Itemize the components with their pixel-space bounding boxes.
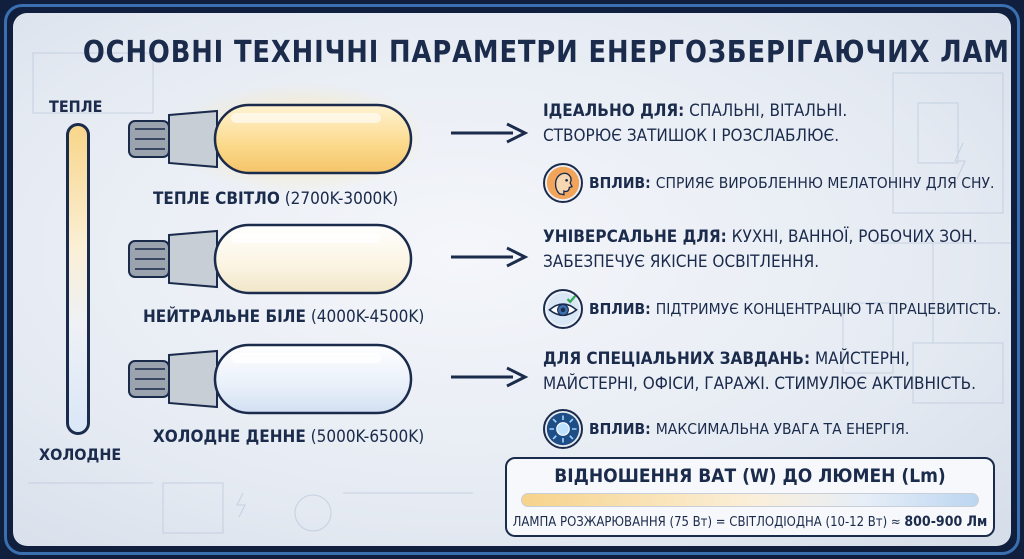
cold-bulb-caption: ХОЛОДНЕ ДЕННЕ (5000K-6500K) xyxy=(153,427,424,447)
info-neutral: Універсальне для: кухні, ванної, робочих… xyxy=(543,225,978,275)
warm-bulb-name: ТЕПЛЕ СВІТЛО xyxy=(153,189,280,209)
effect-neutral: Вплив: підтримує концентрацію та працеви… xyxy=(543,289,1001,329)
neutral-bulb-caption: НЕЙТРАЛЬНЕ БІЛЕ (4000K-4500K) xyxy=(143,307,424,327)
info-neutral-line1: кухні, ванної, робочих зон. xyxy=(731,227,978,247)
cold-bulb xyxy=(128,343,413,415)
info-cold-heading: Для спеціальних завдань: xyxy=(543,349,811,369)
color-temperature-scale xyxy=(66,123,90,435)
arrow-right-icon xyxy=(451,246,529,268)
watt-lumen-result: 800-900 Лм xyxy=(904,514,988,530)
info-cold: Для спеціальних завдань: майстерні, майс… xyxy=(543,347,976,397)
scale-warm-label: ТЕПЛЕ xyxy=(49,97,103,116)
neutral-bulb-name: НЕЙТРАЛЬНЕ БІЛЕ xyxy=(143,307,306,327)
cold-bulb-name: ХОЛОДНЕ ДЕННЕ xyxy=(153,427,306,447)
effect-cold: Вплив: максимальна увага та енергія. xyxy=(543,409,909,449)
effect-warm-text: сприяє виробленню мелатоніну для сну. xyxy=(655,174,995,192)
scale-cold-label: ХОЛОДНЕ xyxy=(39,445,122,464)
infographic-panel: ОСНОВНІ ТЕХНІЧНІ ПАРАМЕТРИ ЕНЕРГОЗБЕРІГА… xyxy=(13,13,1011,546)
info-neutral-line2: Забезпечує якісне освітлення. xyxy=(543,252,820,272)
watt-lumen-box: ВІДНОШЕННЯ ВАТ (W) ДО ЛЮМЕН (Lm) ЛАМПА Р… xyxy=(505,457,995,537)
blueprint-background xyxy=(28,52,1011,534)
page-title: ОСНОВНІ ТЕХНІЧНІ ПАРАМЕТРИ ЕНЕРГОЗБЕРІГА… xyxy=(82,35,1011,70)
head-sleep-icon xyxy=(543,163,583,203)
info-cold-line1: майстерні, xyxy=(814,349,910,369)
effect-warm-label: Вплив: xyxy=(589,174,651,192)
watt-lumen-text: ЛАМПА РОЗЖАРЮВАННЯ (75 Вт) = СВІТЛОДІОДН… xyxy=(507,514,993,530)
effect-cold-text: максимальна увага та енергія. xyxy=(655,420,910,438)
effect-cold-label: Вплив: xyxy=(589,420,651,438)
info-cold-line2: майстерні, офіси, гаражі. Стимулює актив… xyxy=(543,374,976,394)
warm-bulb-range: (2700K-3000K) xyxy=(284,189,399,209)
effect-neutral-label: Вплив: xyxy=(589,300,651,318)
effect-neutral-text: підтримує концентрацію та працевитість. xyxy=(655,300,1002,318)
arrow-right-icon xyxy=(451,122,529,144)
watt-lumen-gradient-bar xyxy=(521,493,979,507)
neutral-bulb-range: (4000K-4500K) xyxy=(310,307,425,327)
info-warm-line2: Створює затишок і розслаблює. xyxy=(543,126,840,146)
watt-lumen-title: ВІДНОШЕННЯ ВАТ (W) ДО ЛЮМЕН (Lm) xyxy=(554,465,946,487)
warm-bulb-caption: ТЕПЛЕ СВІТЛО (2700K-3000K) xyxy=(153,189,398,209)
info-warm: Ідеально для: спальні, вітальні. Створює… xyxy=(543,99,847,149)
info-warm-heading: Ідеально для: xyxy=(543,101,685,121)
info-warm-line1: спальні, вітальні. xyxy=(689,101,848,121)
eye-check-icon xyxy=(543,289,583,329)
info-neutral-heading: Універсальне для: xyxy=(543,227,727,247)
arrow-right-icon xyxy=(451,366,529,388)
energy-sun-icon xyxy=(543,409,583,449)
effect-warm: Вплив: сприяє виробленню мелатоніну для … xyxy=(543,163,994,203)
cold-bulb-range: (5000K-6500K) xyxy=(310,427,425,447)
outer-frame: ОСНОВНІ ТЕХНІЧНІ ПАРАМЕТРИ ЕНЕРГОЗБЕРІГА… xyxy=(4,4,1020,555)
warm-bulb xyxy=(128,83,421,193)
neutral-bulb xyxy=(128,223,413,295)
watt-lumen-equation: ЛАМПА РОЗЖАРЮВАННЯ (75 Вт) = СВІТЛОДІОДН… xyxy=(512,515,901,530)
